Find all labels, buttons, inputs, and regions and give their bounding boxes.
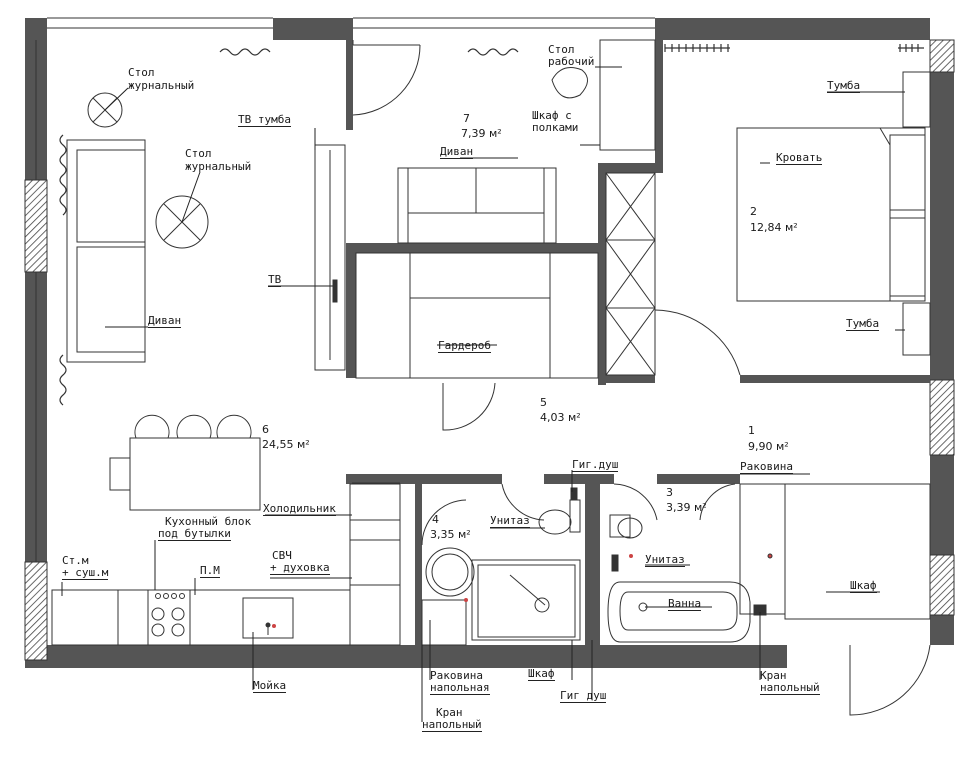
- bathroom-fixtures: [421, 483, 931, 646]
- label-bath: Ванна: [668, 597, 702, 611]
- room-2-area: 12,84 м²: [750, 221, 798, 234]
- doors: [352, 40, 931, 716]
- label-sink-hall: Раковина: [740, 460, 793, 474]
- label-shelf-cabinet: Шкаф с полками: [532, 109, 579, 134]
- label-washer-2: + суш.м: [62, 566, 109, 580]
- label-hyg-shower-bottom: Гиг душ: [560, 689, 607, 703]
- label-closet: Шкаф: [850, 579, 877, 593]
- label-floor-sink-2: напольная: [430, 681, 490, 695]
- office-furniture: [355, 39, 656, 379]
- label-coffee-table-2: Стол журнальный: [185, 147, 252, 173]
- room-6-number: 6: [262, 423, 269, 436]
- room-7-number: 7: [463, 112, 470, 125]
- label-microwave-2: + духовка: [270, 561, 330, 575]
- radiators: [59, 44, 924, 406]
- room-5-area: 4,03 м²: [540, 411, 581, 424]
- leader-lines: [61, 66, 905, 722]
- living-furniture: [51, 92, 401, 646]
- label-fridge: Холодильник: [263, 502, 336, 516]
- label-wardrobe: Гардероб: [438, 339, 491, 353]
- room-5-number: 5: [540, 396, 547, 409]
- windows: [35, 17, 655, 562]
- label-bed: Кровать: [776, 151, 823, 165]
- room-3-number: 3: [666, 486, 673, 499]
- label-microwave-1: СВЧ: [272, 549, 292, 562]
- label-hyg-shower-top: Гиг.душ: [572, 458, 619, 472]
- room-2-number: 2: [750, 205, 757, 218]
- room-7-area: 7,39 м²: [461, 127, 502, 140]
- label-floor-tap-1-1: Кран: [436, 706, 463, 719]
- label-kitchen-block-1: Кухонный блок: [165, 515, 252, 528]
- room-6-area: 24,55 м²: [262, 438, 310, 451]
- label-kitchen-sink: Мойка: [253, 679, 287, 693]
- label-floor-tap-1-2: напольный: [422, 718, 482, 732]
- room-4-area: 3,35 м²: [430, 528, 471, 541]
- bedroom-furniture: [736, 71, 931, 356]
- room-4-number: 4: [432, 513, 439, 526]
- label-closet-bath: Шкаф: [528, 667, 555, 681]
- label-nightstand-bottom: Тумба: [846, 317, 880, 331]
- label-kitchen-block-2: под бутылки: [158, 527, 231, 541]
- interior-walls: [346, 40, 930, 645]
- label-desk: Стол рабочий: [548, 43, 595, 68]
- label-tv: ТВ: [268, 273, 282, 287]
- label-floor-tap-2-2: напольный: [760, 681, 820, 695]
- label-tv-stand: ТВ тумба: [238, 113, 291, 127]
- room-3-area: 3,39 м²: [666, 501, 707, 514]
- label-dishwasher: П.М: [200, 564, 220, 578]
- red-marks: [272, 554, 633, 628]
- label-toilet-2: Унитаз: [645, 553, 685, 567]
- label-washer-1: Ст.м: [62, 554, 89, 567]
- room-1-number: 1: [748, 424, 755, 437]
- label-floor-sink-1: Раковина: [430, 669, 483, 682]
- label-coffee-table-1: Стол журнальный: [128, 66, 195, 92]
- label-sofa-living: Диван: [148, 314, 182, 328]
- label-nightstand-top: Тумба: [827, 79, 861, 93]
- label-floor-tap-2-1: Кран: [760, 669, 787, 682]
- room-1-area: 9,90 м²: [748, 440, 789, 453]
- label-toilet-1: Унитаз: [490, 514, 530, 528]
- label-sofa-office: Диван: [440, 145, 474, 159]
